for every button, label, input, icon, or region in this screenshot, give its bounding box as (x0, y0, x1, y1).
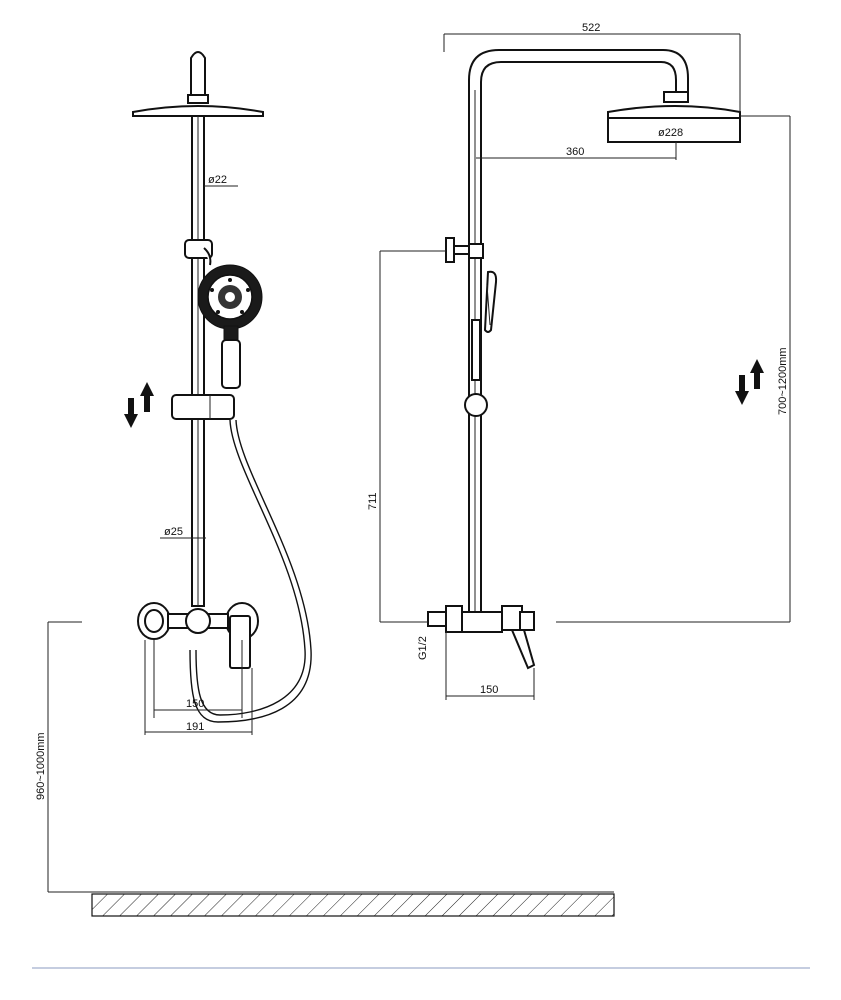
side-inlet-thread-label: G1/2 (417, 636, 429, 660)
side-holder-height-label: 711 (367, 492, 379, 510)
floor: 960~1000mm (35, 621, 615, 917)
side-slide-arrows-icon (735, 359, 764, 405)
front-view: ø22 ø25 150 191 (124, 51, 312, 735)
side-head-diameter-label: ø228 (658, 127, 683, 139)
side-valve-width-label: 150 (480, 684, 498, 696)
front-pipe-diameter-label: ø25 (164, 526, 183, 538)
side-head-offset-label: 360 (566, 146, 584, 158)
side-mixer-valve (427, 605, 536, 670)
front-valve-width-label: 191 (186, 721, 204, 733)
footer-divider (32, 967, 810, 969)
front-rail (191, 115, 205, 607)
side-view: 522 360 ø228 700~1200mm 711 G1/2 150 (367, 22, 791, 700)
front-handle-width-label: 150 (186, 698, 204, 710)
front-hand-shower (197, 264, 263, 389)
side-hand-shower (483, 270, 498, 333)
front-mixer-valve (137, 602, 259, 669)
side-slider (464, 393, 488, 417)
side-height-range-label: 700~1200mm (777, 347, 789, 415)
front-hose (195, 419, 306, 716)
front-rain-head (132, 51, 264, 117)
side-wall-holder (445, 237, 484, 263)
side-rain-head (607, 91, 741, 143)
floor-hatch (91, 893, 615, 917)
side-arm-length-label: 522 (582, 22, 600, 34)
front-rail-diameter-label: ø22 (208, 174, 227, 186)
front-slide-arrows-icon (124, 382, 154, 428)
front-slider (171, 394, 235, 420)
floor-install-height-label: 960~1000mm (35, 732, 47, 800)
front-holder-clamp (184, 239, 213, 259)
